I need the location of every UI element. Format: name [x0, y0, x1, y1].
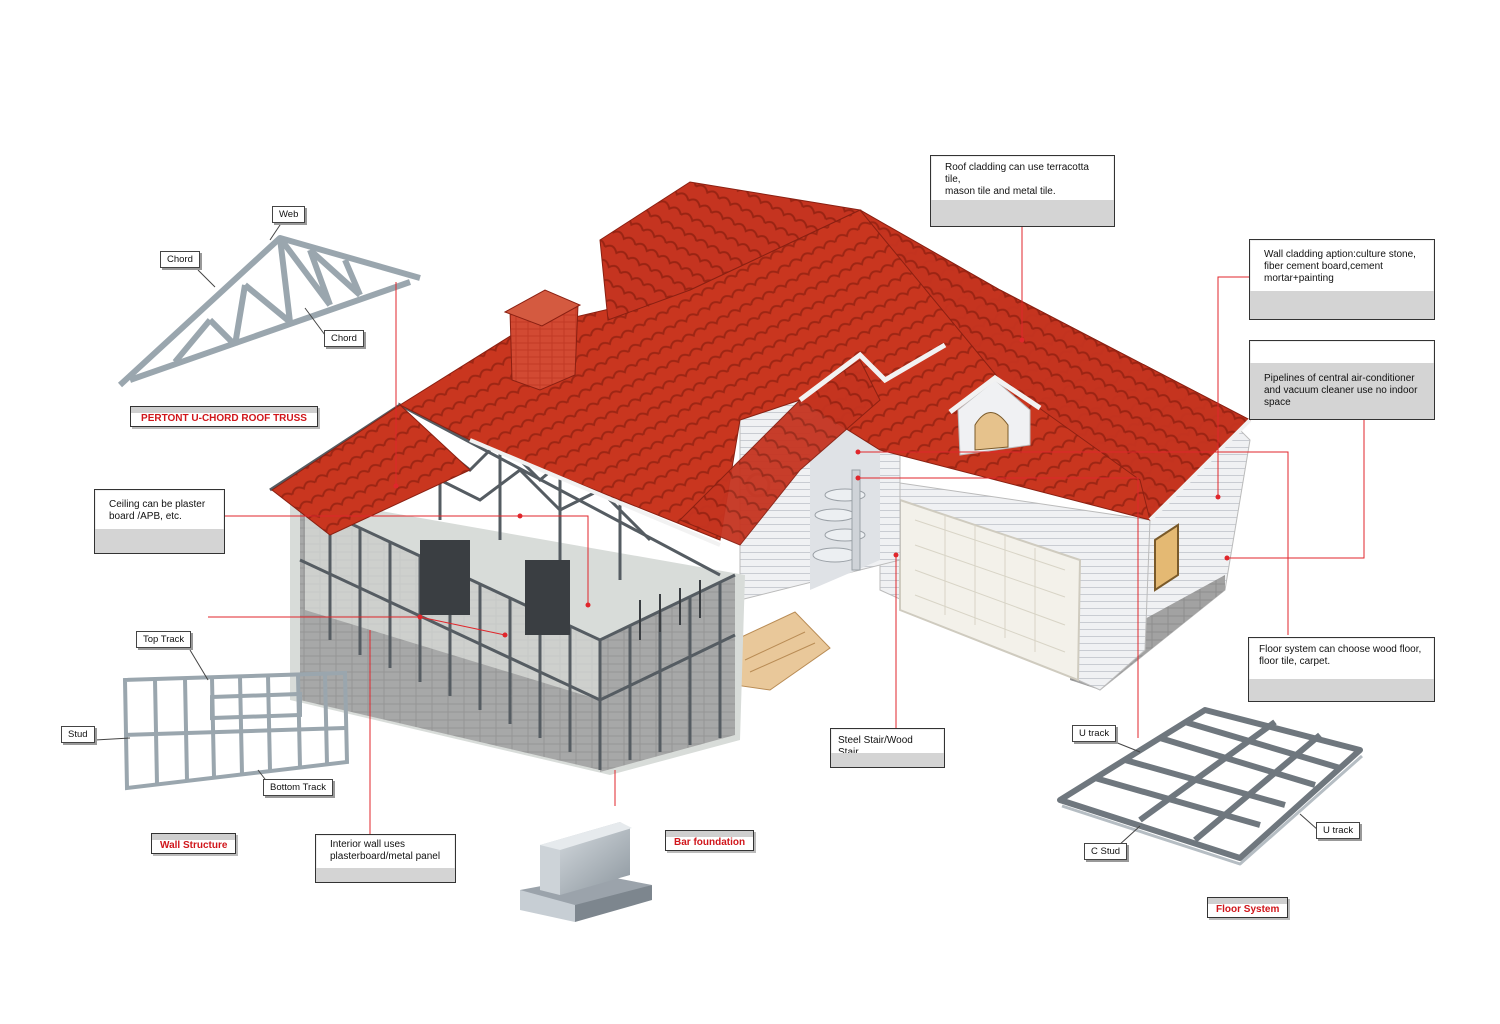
floor-choice-text: Floor system can choose wood floor, floo… — [1259, 644, 1422, 667]
interior-wall-text: Interior wall uses plasterboard/metal pa… — [330, 839, 441, 862]
title-bar-foundation: Bar foundation — [665, 830, 755, 851]
callout-pipelines: Pipelines of central air-conditioner and… — [1249, 340, 1435, 420]
title-wall-structure: Wall Structure — [151, 833, 237, 854]
tag-chord-bottom: Chord — [324, 330, 364, 347]
roof-truss-illustration — [117, 235, 421, 388]
callout-floor-choice: Floor system can choose wood floor, floo… — [1248, 637, 1435, 702]
tag-chord-top: Chord — [160, 251, 200, 268]
leader-dots — [393, 337, 1230, 638]
callout-roof-cladding: Roof cladding can use terracotta tile, m… — [930, 155, 1115, 227]
steel-frame-wing — [269, 402, 745, 775]
title-roof-truss-text: PERTONT U-CHORD ROOF TRUSS — [141, 413, 307, 424]
title-bar-foundation-text: Bar foundation — [674, 837, 746, 848]
stair-text: Steel Stair/Wood Stair — [838, 735, 913, 758]
title-wall-structure-text: Wall Structure — [160, 840, 228, 851]
spiral-stair — [812, 469, 866, 571]
dormer-window — [948, 374, 1042, 456]
leader-lines — [208, 225, 1365, 834]
tag-bottom-track: Bottom Track — [263, 779, 333, 796]
roof-cladding-text: Roof cladding can use terracotta tile, m… — [945, 162, 1089, 197]
tag-u-track-right: U track — [1316, 822, 1361, 839]
pipelines-text: Pipelines of central air-conditioner and… — [1250, 363, 1434, 419]
callout-interior-wall: Interior wall uses plasterboard/metal pa… — [315, 834, 456, 883]
chimney — [503, 289, 582, 391]
tag-stud: Stud — [61, 726, 95, 743]
callout-wall-cladding: Wall cladding aption:culture stone, fibe… — [1249, 239, 1435, 320]
floor-grid-illustration — [1057, 707, 1363, 866]
wall-cladding-text: Wall cladding aption:culture stone, fibe… — [1264, 249, 1416, 284]
title-roof-truss: PERTONT U-CHORD ROOF TRUSS — [130, 406, 318, 427]
wall-frame-illustration — [122, 670, 350, 791]
callout-stair: Steel Stair/Wood Stair — [830, 728, 945, 768]
title-floor-system: Floor System — [1207, 897, 1289, 918]
tag-web: Web — [272, 206, 306, 223]
tag-top-track: Top Track — [136, 631, 192, 648]
house-model — [269, 181, 1252, 775]
title-floor-system-text: Floor System — [1216, 904, 1280, 915]
tag-c-stud: C Stud — [1084, 843, 1128, 860]
tag-leaders — [94, 221, 1319, 847]
callout-ceiling: Ceiling can be plaster board /APB, etc. — [94, 489, 225, 554]
tag-u-track-top: U track — [1072, 725, 1117, 742]
bar-foundation-illustration — [520, 822, 652, 922]
ceiling-text: Ceiling can be plaster board /APB, etc. — [109, 499, 206, 522]
